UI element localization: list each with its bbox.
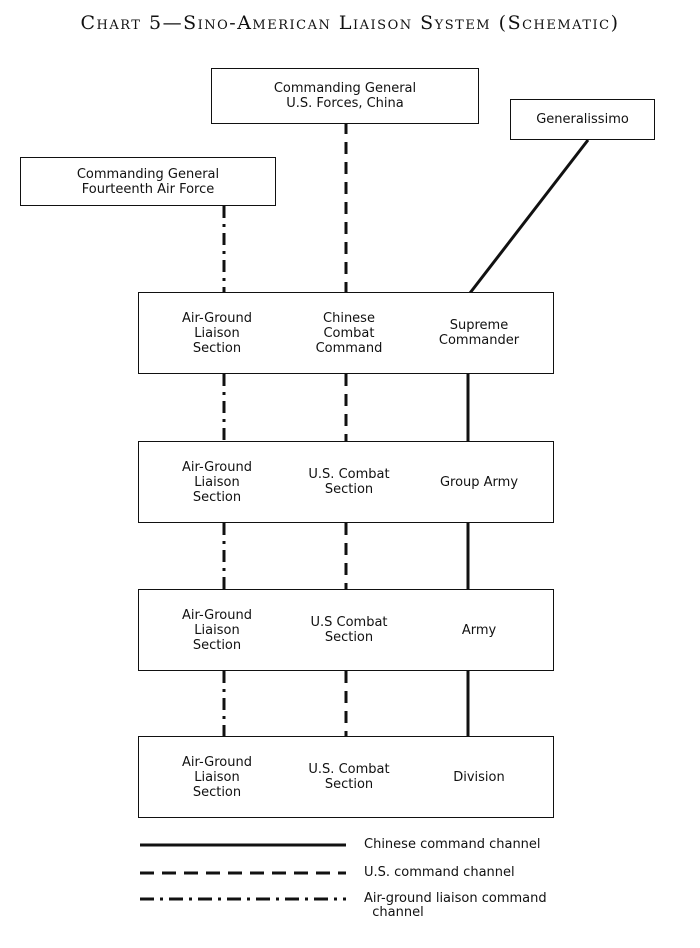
box-cg-us-forces-china: Commanding General U.S. Forces, China [211,68,479,124]
cell-us: U.S. Combat Section [308,762,390,792]
cell-chinese: Army [461,622,497,638]
level-row-division: Air-Ground Liaison Section U.S. Combat S… [138,736,554,818]
level-row-supreme: Air-Ground Liaison Section Chinese Comba… [138,292,554,374]
line-generalissimo-supreme [468,139,590,294]
cell-us: Chinese Combat Command [315,310,383,356]
cell-chinese: Supreme Commander [438,318,520,348]
cell-air-ground: Air-Ground Liaison Section [181,310,252,356]
level-row-army: Air-Ground Liaison Section U.S Combat Se… [138,589,554,671]
legend-air-ground-label: Air-ground liaison command channel [364,891,547,920]
cell-air-ground: Air-Ground Liaison Section [181,607,252,653]
cell-chinese: Division [453,769,505,785]
cell-us: U.S. Combat Section [308,467,390,497]
box-generalissimo: Generalissimo [510,99,655,140]
cell-air-ground: Air-Ground Liaison Section [181,754,252,800]
box-cg-fourteenth-air-force: Commanding General Fourteenth Air Force [20,157,276,206]
legend-us-label: U.S. command channel [364,865,515,880]
chart-title: Chart 5—Sino-American Liaison System (Sc… [80,12,620,34]
cell-us: U.S Combat Section [310,615,388,645]
cell-air-ground: Air-Ground Liaison Section [181,459,252,505]
level-row-group-army: Air-Ground Liaison Section U.S. Combat S… [138,441,554,523]
legend-chinese-label: Chinese command channel [364,837,541,852]
cell-chinese: Group Army [439,474,519,490]
